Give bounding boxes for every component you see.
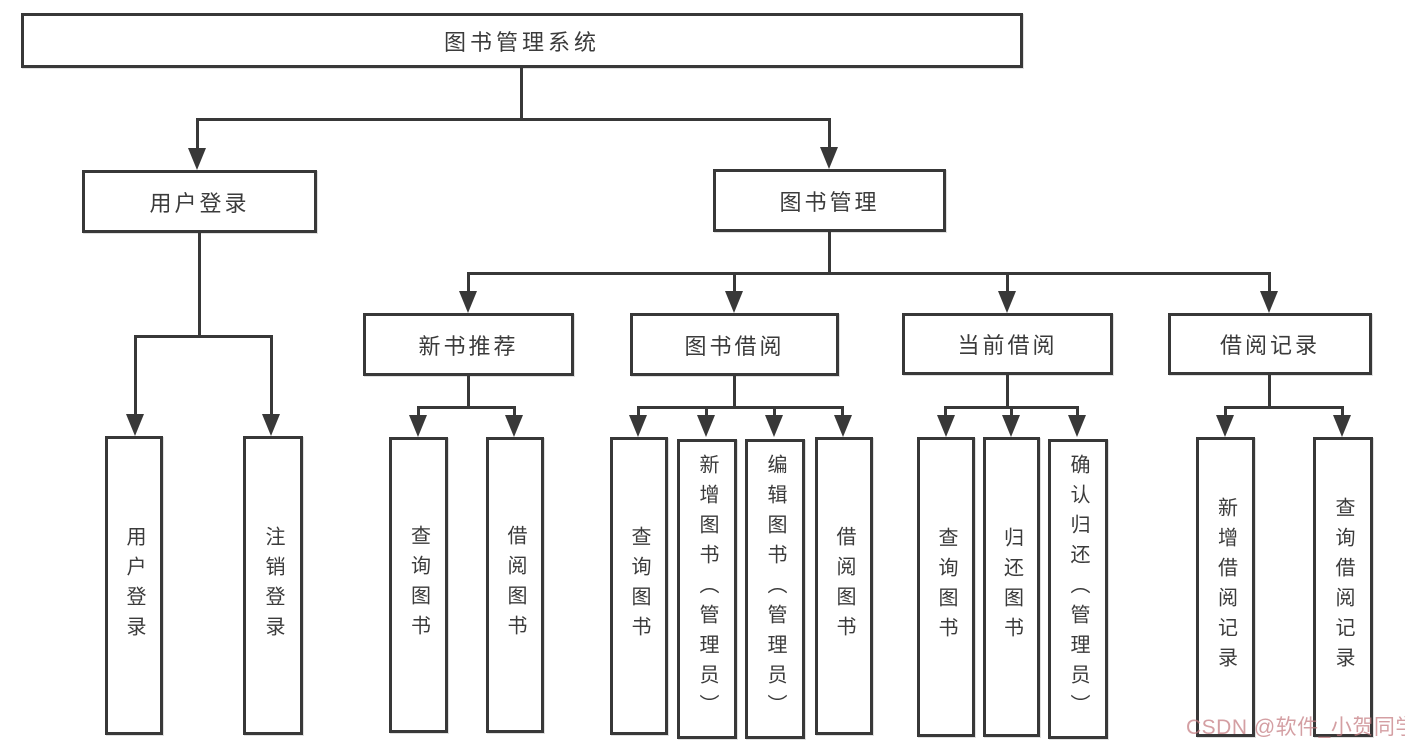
node-bb-edit-book-admin-label: 编辑图书（管理员） [764, 454, 786, 724]
node-cb-confirm-return-admin-label: 确认归还（管理员） [1067, 454, 1089, 724]
node-cb-query-book: 查询图书 [917, 437, 975, 737]
connector-line [1268, 375, 1271, 408]
connector-line [733, 376, 736, 408]
connector-line [841, 406, 844, 418]
connector-line [1010, 406, 1013, 418]
node-bb-query-book-label: 查询图书 [628, 526, 650, 646]
connector-line [520, 68, 523, 120]
connector-line [270, 335, 273, 417]
connector-line [637, 406, 843, 409]
node-nb-borrow-book: 借阅图书 [486, 437, 544, 733]
node-cb-confirm-return-admin: 确认归还（管理员） [1048, 439, 1108, 739]
node-logout: 注销登录 [243, 436, 303, 735]
connector-line [637, 406, 640, 418]
node-root: 图书管理系统 [21, 13, 1023, 68]
node-br-query-record: 查询借阅记录 [1313, 437, 1373, 737]
connector-line [513, 406, 516, 418]
connector-line [1224, 406, 1343, 409]
node-bb-borrow-book-label: 借阅图书 [833, 526, 855, 646]
node-cb-return-book: 归还图书 [983, 437, 1040, 737]
node-nb-query-book-label: 查询图书 [407, 525, 430, 645]
node-book-borrow: 图书借阅 [630, 313, 839, 376]
connector-line [417, 406, 420, 418]
arrow-down-icon [1002, 415, 1020, 437]
connector-line [773, 406, 776, 418]
connector-line [1006, 375, 1009, 408]
connector-line [1006, 272, 1009, 294]
arrow-down-icon [998, 291, 1016, 313]
arrow-down-icon [262, 414, 280, 436]
node-borrow-record-label: 借阅记录 [1219, 333, 1320, 358]
node-bb-query-book: 查询图书 [610, 437, 668, 735]
connector-line [134, 335, 273, 338]
node-nb-borrow-book-label: 借阅图书 [504, 525, 526, 645]
arrow-down-icon [725, 291, 743, 313]
node-logout-label: 注销登录 [262, 525, 284, 646]
node-book-borrow-label: 图书借阅 [684, 333, 785, 359]
arrow-down-icon [126, 414, 144, 436]
arrow-down-icon [409, 415, 427, 437]
connector-line [467, 272, 470, 294]
connector-line [196, 118, 199, 150]
connector-line [134, 335, 137, 417]
connector-line [1076, 406, 1079, 418]
arrow-down-icon [937, 415, 955, 437]
node-book-management: 图书管理 [713, 169, 946, 232]
connector-line [1224, 406, 1227, 418]
node-user-login: 用户登录 [82, 170, 317, 233]
node-current-borrow: 当前借阅 [902, 313, 1113, 375]
node-new-book-recommend: 新书推荐 [363, 313, 574, 376]
arrow-down-icon [459, 291, 477, 313]
node-new-book-recommend-label: 新书推荐 [418, 333, 519, 359]
arrow-down-icon [505, 415, 523, 437]
node-login: 用户登录 [105, 436, 163, 735]
node-br-query-record-label: 查询借阅记录 [1332, 497, 1354, 677]
connector-line [198, 233, 201, 335]
connector-line [467, 272, 1270, 275]
node-nb-query-book: 查询图书 [389, 437, 448, 733]
arrow-down-icon [1216, 415, 1234, 437]
arrow-down-icon [1333, 415, 1351, 437]
node-bb-add-book-admin: 新增图书（管理员） [677, 439, 737, 739]
connector-line [467, 376, 470, 408]
node-borrow-record: 借阅记录 [1168, 313, 1372, 375]
node-book-management-label: 图书管理 [779, 189, 880, 215]
connector-line [828, 118, 831, 150]
arrow-down-icon [1068, 415, 1086, 437]
node-user-login-label: 用户登录 [149, 190, 250, 216]
connector-line [733, 272, 736, 294]
node-bb-borrow-book: 借阅图书 [815, 437, 873, 735]
watermark: CSDN @软件_小贺同学 [1186, 716, 1405, 739]
connector-line [705, 406, 708, 418]
node-br-add-record-label: 新增借阅记录 [1214, 497, 1237, 677]
node-bb-edit-book-admin: 编辑图书（管理员） [745, 439, 805, 739]
connector-line [1268, 272, 1271, 294]
connector-line [1341, 406, 1344, 418]
node-br-add-record: 新增借阅记录 [1196, 437, 1255, 737]
node-login-label: 用户登录 [123, 525, 145, 646]
arrow-down-icon [188, 148, 206, 170]
node-current-borrow-label: 当前借阅 [957, 333, 1058, 358]
node-cb-return-book-label: 归还图书 [1000, 527, 1023, 647]
arrow-down-icon [697, 415, 715, 437]
connector-line [944, 406, 947, 418]
arrow-down-icon [820, 147, 838, 169]
node-root-label: 图书管理系统 [443, 29, 600, 55]
arrow-down-icon [834, 415, 852, 437]
arrow-down-icon [629, 415, 647, 437]
node-cb-query-book-label: 查询图书 [935, 527, 957, 647]
connector-line [196, 118, 831, 121]
arrow-down-icon [1260, 291, 1278, 313]
connector-line [417, 406, 516, 409]
node-bb-add-book-admin-label: 新增图书（管理员） [696, 454, 718, 724]
connector-line [828, 232, 831, 274]
arrow-down-icon [765, 415, 783, 437]
